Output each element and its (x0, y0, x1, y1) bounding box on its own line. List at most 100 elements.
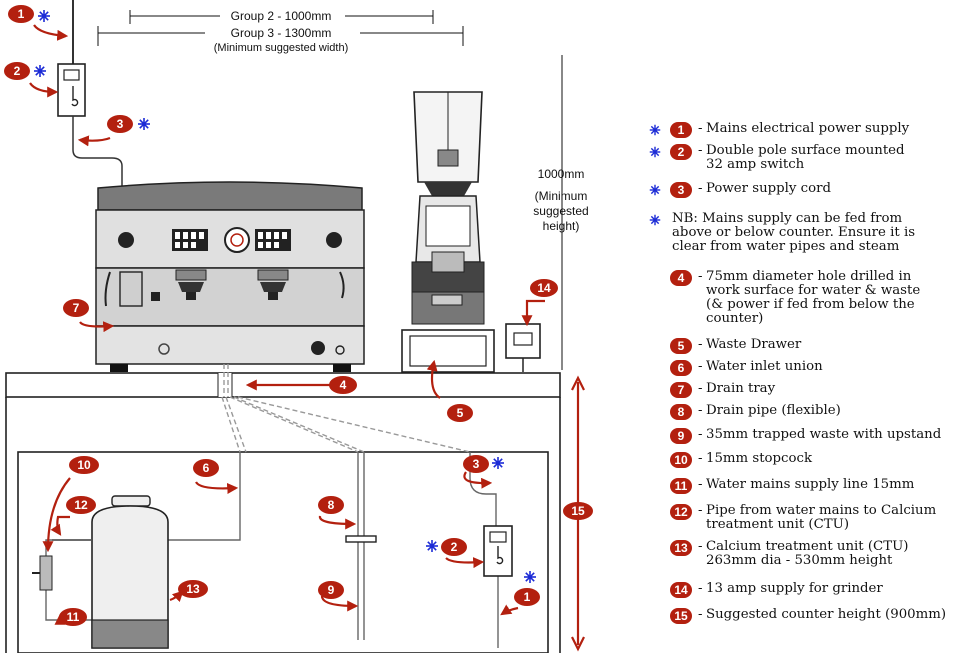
legend-item-2: 2-Double pole surface mounted 32 amp swi… (648, 144, 951, 172)
legend-badge: 3 (670, 182, 692, 198)
wall-power-switch (57, 0, 123, 186)
legend-dash: - (698, 337, 703, 352)
badge-9: 9 (318, 581, 344, 599)
svg-text:8: 8 (328, 498, 335, 512)
blue-star-icon (648, 428, 670, 444)
badge-14: 14 (530, 279, 558, 297)
legend-text: Waste Drawer (706, 337, 802, 352)
legend-text: 15mm stopcock (706, 451, 813, 466)
legend-text: 35mm trapped waste with upstand (706, 427, 942, 442)
legend-item-10: 10-15mm stopcock (648, 452, 951, 468)
svg-text:3: 3 (117, 117, 124, 131)
blue-star-icon (648, 182, 670, 198)
legend-dash: - (698, 503, 703, 518)
svg-text:1: 1 (18, 7, 25, 21)
blue-star-icon (648, 212, 670, 228)
legend-text: Double pole surface mounted 32 amp switc… (706, 143, 905, 172)
height-note-2: suggested (533, 204, 588, 218)
height-value: 1000mm (538, 167, 585, 181)
legend-item-nb: NB: Mains supply can be fed from above o… (648, 212, 917, 254)
legend-dash: - (698, 359, 703, 374)
legend-text: 75mm diameter hole drilled in work surfa… (706, 269, 921, 326)
legend-badge: 7 (670, 382, 692, 398)
legend-dash: - (698, 451, 703, 466)
legend-item-7: 7-Drain tray (648, 382, 951, 398)
legend-dash: - (698, 581, 703, 596)
grinder-socket (505, 323, 541, 372)
height-note-1: (Minimum (535, 189, 588, 203)
svg-text:9: 9 (328, 583, 335, 597)
badge-2-top: 2 (4, 62, 30, 80)
legend-text: Water inlet union (706, 359, 823, 374)
legend-item-13: 13-Calcium treatment unit (CTU) 263mm di… (648, 540, 951, 568)
svg-text:6: 6 (203, 461, 210, 475)
badge-6: 6 (193, 459, 219, 477)
legend-badge: 14 (670, 582, 692, 598)
legend-text: Pipe from water mains to Calcium treatme… (706, 503, 937, 532)
badge-4: 4 (329, 376, 357, 394)
legend-badge: 5 (670, 338, 692, 354)
blue-star-icon (648, 338, 670, 354)
badge-8: 8 (318, 496, 344, 514)
legend-text: 13 amp supply for grinder (706, 581, 883, 596)
legend-badge: 1 (670, 122, 692, 138)
legend-text: Drain tray (706, 381, 776, 396)
svg-text:2: 2 (14, 64, 21, 78)
legend-dash: - (698, 269, 703, 284)
badge-3-bottom: 3 (463, 455, 489, 473)
legend-item-15: 15-Suggested counter height (900mm) (648, 608, 951, 624)
legend-text: Mains electrical power supply (706, 121, 910, 136)
legend-badge: 8 (670, 404, 692, 420)
badge-1-top: 1 (8, 5, 34, 23)
legend-text: NB: Mains supply can be fed from above o… (672, 211, 916, 254)
legend-badge: 13 (670, 540, 692, 556)
badge-5: 5 (447, 404, 473, 422)
legend-text: Calcium treatment unit (CTU) 263mm dia -… (706, 539, 909, 568)
svg-text:1: 1 (524, 590, 531, 604)
legend-item-8: 8-Drain pipe (flexible) (648, 404, 951, 420)
svg-text:10: 10 (77, 458, 91, 472)
svg-text:15: 15 (571, 504, 585, 518)
legend-item-11: 11-Water mains supply line 15mm (648, 478, 951, 494)
badge-7: 7 (63, 299, 89, 317)
legend-dash: - (698, 403, 703, 418)
badge-10: 10 (69, 456, 99, 474)
badge-15: 15 (563, 502, 593, 520)
espresso-machine (95, 181, 365, 372)
blue-star-icon (648, 504, 670, 520)
legend-dash: - (698, 121, 703, 136)
blue-star-icon (648, 608, 670, 624)
legend-badge: 4 (670, 270, 692, 286)
legend-dash: - (698, 427, 703, 442)
svg-text:14: 14 (537, 281, 551, 295)
blue-star-icon (648, 478, 670, 494)
group2-label: Group 2 - 1000mm (231, 9, 332, 23)
legend-dash: - (698, 181, 703, 196)
legend-item-4: 4-75mm diameter hole drilled in work sur… (648, 270, 951, 326)
legend-item-6: 6-Water inlet union (648, 360, 951, 376)
legend-dash: - (698, 477, 703, 492)
dimension-height: 1000mm (Minimum suggested height) (533, 55, 589, 370)
svg-text:13: 13 (186, 582, 200, 596)
calcium-treatment-unit (32, 495, 169, 649)
badge-13: 13 (178, 580, 208, 598)
legend-item-12: 12-Pipe from water mains to Calcium trea… (648, 504, 951, 532)
badge-12: 12 (66, 496, 96, 514)
svg-text:4: 4 (340, 378, 347, 392)
blue-star-icon (648, 144, 670, 160)
legend-item-5: 5-Waste Drawer (648, 338, 951, 354)
legend-badge: 6 (670, 360, 692, 376)
legend-badge: 11 (670, 478, 692, 494)
legend-text: Drain pipe (flexible) (706, 403, 841, 418)
legend-item-3: 3-Power supply cord (648, 182, 951, 198)
svg-text:12: 12 (74, 498, 88, 512)
height-note-3: height) (543, 219, 580, 233)
legend-badge: 9 (670, 428, 692, 444)
undercounter-switch (483, 525, 513, 577)
svg-text:5: 5 (457, 406, 464, 420)
legend-badge: 15 (670, 608, 692, 624)
blue-star-icon (648, 270, 670, 286)
svg-text:11: 11 (67, 610, 80, 624)
legend-text: Suggested counter height (900mm) (706, 607, 947, 622)
